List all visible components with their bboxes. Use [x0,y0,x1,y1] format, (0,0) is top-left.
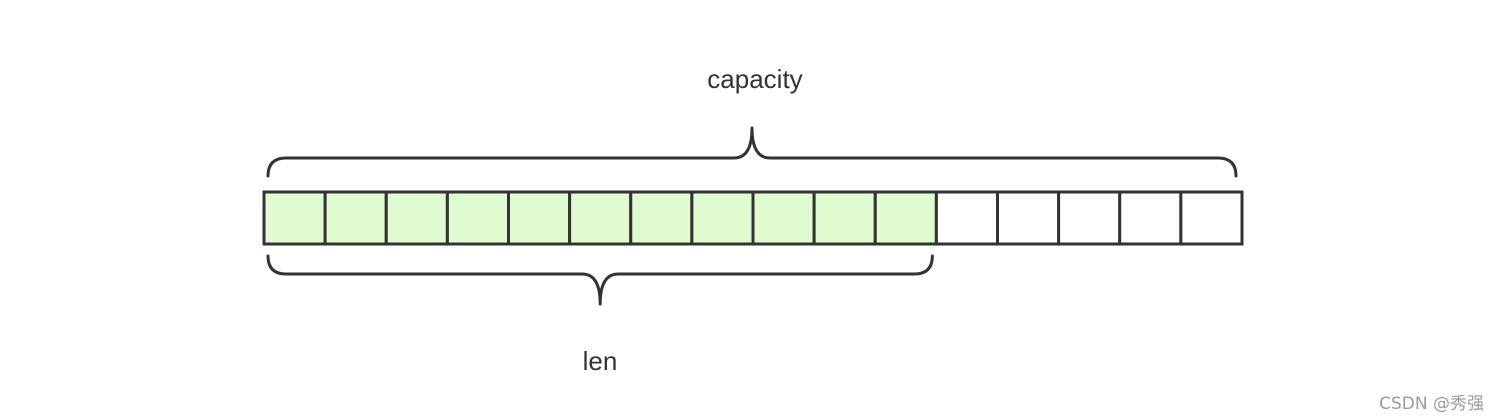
array-cell-used [445,190,510,246]
len-brace [266,254,934,306]
watermark: CSDN @秀强 [1379,394,1484,414]
len-label: len [583,346,618,376]
array-cell-empty [934,190,999,246]
capacity-label: capacity [707,64,802,94]
array-cell-used [690,190,755,246]
array-cell-empty [1179,190,1244,246]
array-cell-used [507,190,572,246]
capacity-brace [266,126,1238,178]
array-cell-used [629,190,694,246]
array-cell-used [323,190,388,246]
array-cell-empty [996,190,1061,246]
array-cell-used [812,190,877,246]
array-cell-empty [1057,190,1122,246]
array-cell-used [384,190,449,246]
array-cell-used [873,190,938,246]
array-cells [262,190,1244,246]
array-cell-used [568,190,633,246]
array-cell-used [262,190,327,246]
array-cell-empty [1118,190,1183,246]
array-cell-used [751,190,816,246]
